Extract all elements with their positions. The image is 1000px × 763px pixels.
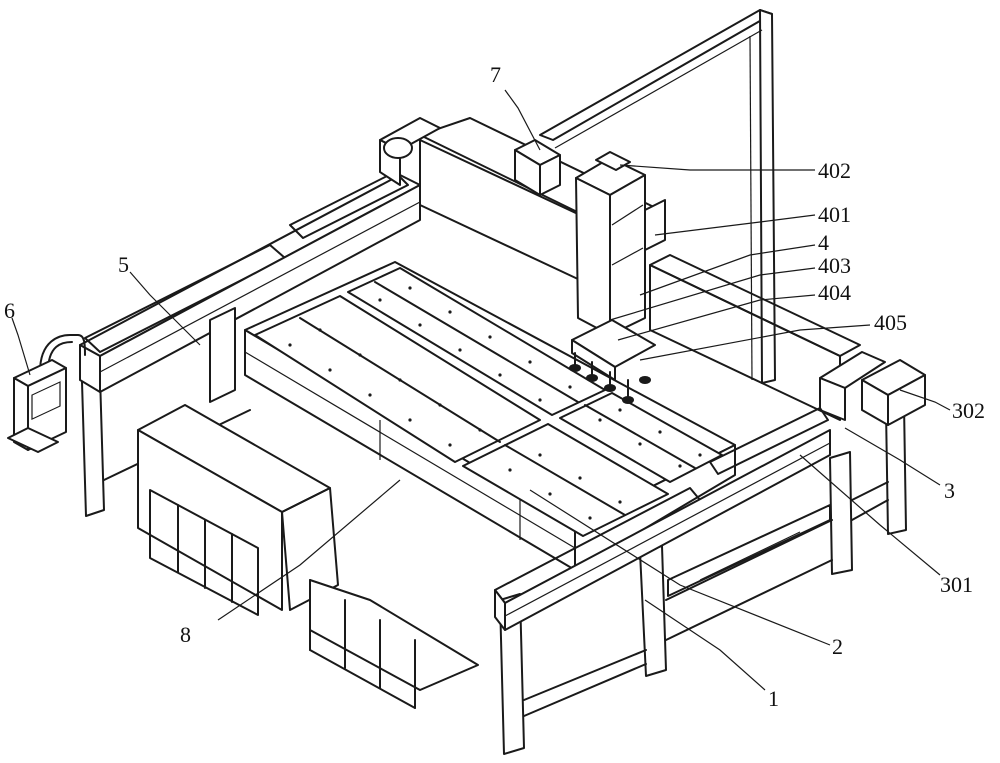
rear-arm-frame [539, 9, 776, 384]
label-1: 1 [768, 686, 779, 711]
label-7: 7 [490, 62, 501, 87]
label-302: 302 [952, 398, 985, 423]
leader-lines [11, 89, 951, 691]
label-401: 401 [818, 202, 851, 227]
label-402: 402 [818, 158, 851, 183]
label-5: 5 [118, 252, 129, 277]
label-403: 403 [818, 253, 851, 278]
glass-stack [137, 404, 479, 709]
base-frame [81, 375, 907, 755]
spindle-head [569, 151, 666, 404]
worktable [244, 261, 736, 571]
right-drive-box [819, 351, 926, 426]
label-405: 405 [874, 310, 907, 335]
label-2: 2 [832, 634, 843, 659]
label-4: 4 [818, 230, 829, 255]
label-301: 301 [940, 572, 973, 597]
motor-box [514, 139, 561, 196]
part-labels: 7 402 401 4 403 404 405 302 3 301 2 1 8 … [4, 62, 985, 711]
front-rail [494, 407, 831, 631]
label-404: 404 [818, 280, 851, 305]
control-panel [7, 334, 86, 453]
label-6: 6 [4, 298, 15, 323]
label-3: 3 [944, 478, 955, 503]
label-8: 8 [180, 622, 191, 647]
